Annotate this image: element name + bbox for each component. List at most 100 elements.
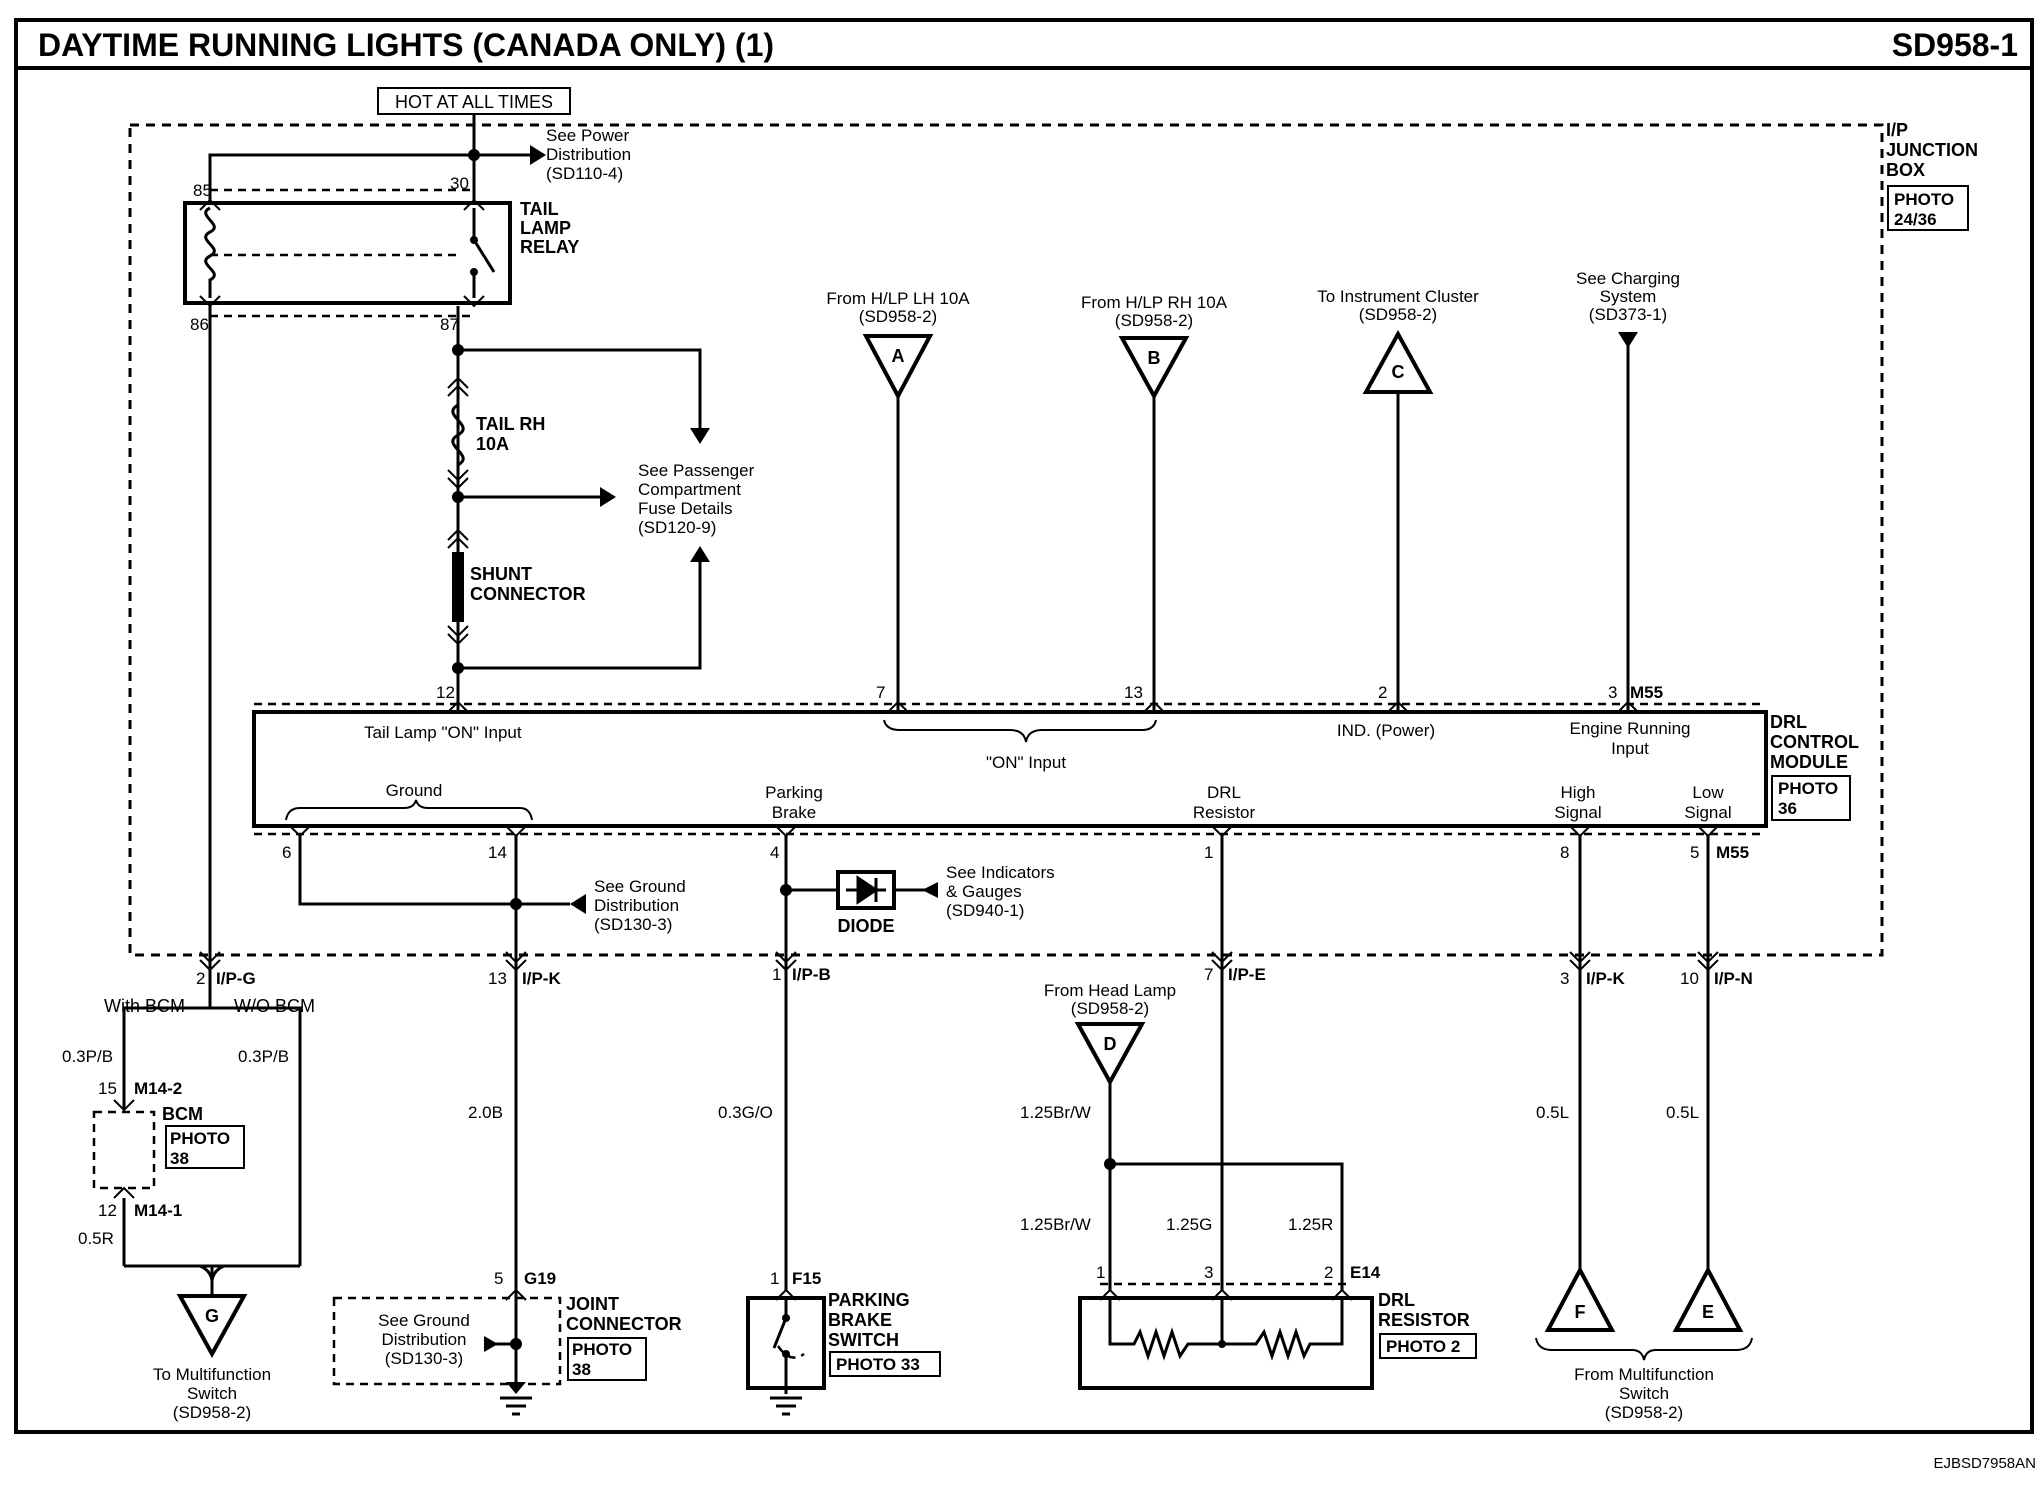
arrow-up-icon: [690, 546, 710, 562]
svg-text:PHOTO: PHOTO: [1894, 190, 1954, 209]
page-id: SD958-1: [1892, 27, 2018, 63]
svg-text:I/P: I/P: [1886, 120, 1908, 140]
svg-text:36: 36: [1778, 799, 1797, 818]
svg-text:W/O BCM: W/O BCM: [234, 996, 315, 1016]
arrow-right-icon: [530, 145, 546, 165]
svg-text:1: 1: [772, 965, 781, 984]
to-passenger-fuse-wire: [458, 348, 702, 430]
svg-text:(SD958-2): (SD958-2): [1071, 999, 1149, 1018]
svg-text:DRL: DRL: [1207, 783, 1241, 802]
svg-text:From H/LP LH 10A: From H/LP LH 10A: [826, 289, 970, 308]
svg-text:10: 10: [1680, 969, 1699, 988]
triangle-d-icon: [1074, 1022, 1146, 1087]
svg-text:PHOTO 33: PHOTO 33: [836, 1355, 920, 1374]
svg-text:G: G: [205, 1306, 219, 1326]
ground-brace: [285, 799, 533, 821]
arrow-down-icon: [690, 428, 710, 444]
svg-text:From H/LP RH 10A: From H/LP RH 10A: [1081, 293, 1228, 312]
svg-text:IND. (Power): IND. (Power): [1337, 721, 1435, 740]
svg-text:BCM: BCM: [162, 1104, 203, 1124]
relay-body: [183, 201, 512, 305]
connector-triangle-b: From H/LP RH 10A (SD958-2) B: [1081, 293, 1228, 710]
header: DAYTIME RUNNING LIGHTS (CANADA ONLY) (1)…: [16, 27, 2032, 70]
svg-text:5: 5: [1690, 843, 1699, 862]
svg-text:JUNCTION: JUNCTION: [1886, 140, 1978, 160]
svg-text:DRL: DRL: [1770, 712, 1807, 732]
svg-text:Compartment: Compartment: [638, 480, 741, 499]
brake-wire-label: 0.3G/O: [718, 1103, 773, 1122]
svg-text:6: 6: [282, 843, 291, 862]
low-wire-label: 0.5L: [1666, 1103, 1699, 1122]
svg-text:13: 13: [1124, 683, 1143, 702]
svg-text:Brake: Brake: [772, 803, 816, 822]
svg-text:See Charging: See Charging: [1576, 269, 1680, 288]
svg-text:(SD958-2): (SD958-2): [1605, 1403, 1683, 1422]
fuse-icon: [451, 403, 465, 467]
svg-text:RESISTOR: RESISTOR: [1378, 1310, 1470, 1330]
triangle-e-icon: [1672, 1265, 1744, 1332]
resistor-icon-1: [1108, 1300, 1224, 1361]
bcm-body: [92, 1110, 156, 1190]
svg-text:Signal: Signal: [1684, 803, 1731, 822]
svg-text:3: 3: [1560, 969, 1569, 988]
svg-text:See Passenger: See Passenger: [638, 461, 755, 480]
ground-wire-label: 2.0B: [468, 1103, 503, 1122]
see-ground-distribution: See Ground Distribution (SD130-3): [594, 877, 686, 934]
svg-text:0.5R: 0.5R: [78, 1229, 114, 1248]
svg-text:1: 1: [770, 1269, 779, 1288]
drl-control-module: 12 7 13 2 3 M55 Tail Lamp "ON" Input "ON…: [252, 683, 1859, 862]
svg-text:I/P-G: I/P-G: [216, 969, 256, 988]
from-passenger-fuse-wire: [458, 560, 702, 670]
svg-text:(SD958-2): (SD958-2): [859, 307, 937, 326]
svg-text:5: 5: [494, 1269, 503, 1288]
svg-text:(SD958-2): (SD958-2): [1359, 305, 1437, 324]
page-title: DAYTIME RUNNING LIGHTS (CANADA ONLY) (1): [38, 27, 774, 63]
res-r-label: 1.25R: [1288, 1215, 1333, 1234]
svg-text:PHOTO 2: PHOTO 2: [1386, 1337, 1460, 1356]
see-power-distribution: See Power Distribution (SD110-4): [546, 126, 631, 183]
svg-text:E: E: [1702, 1302, 1714, 1322]
svg-text:8: 8: [1560, 843, 1569, 862]
junction-box-photo-box: [1887, 185, 1969, 231]
svg-text:From Multifunction: From Multifunction: [1574, 1365, 1714, 1384]
svg-text:I/P-K: I/P-K: [1586, 969, 1625, 988]
svg-text:7: 7: [1204, 965, 1213, 984]
relay-85-wire: [208, 153, 474, 200]
tail-lamp-relay: 85 30 86 87 TAIL LAMP RELAY: [183, 174, 579, 334]
svg-text:(SD120-9): (SD120-9): [638, 518, 716, 537]
triangle-b-icon: [1118, 336, 1190, 401]
d-wire-label-2: 1.25Br/W: [1020, 1215, 1091, 1234]
relay-dashed-lines: [210, 188, 474, 318]
svg-text:1: 1: [1204, 843, 1213, 862]
relay-top-arrows: [199, 198, 485, 211]
svg-text:High: High: [1561, 783, 1596, 802]
svg-text:F15: F15: [792, 1269, 821, 1288]
svg-text:I/P-N: I/P-N: [1714, 969, 1753, 988]
svg-text:(SD110-4): (SD110-4): [546, 164, 623, 183]
shunt-bar-icon: [452, 552, 464, 622]
svg-text:C: C: [1392, 362, 1405, 382]
svg-text:24/36: 24/36: [1894, 210, 1937, 229]
svg-text:Fuse Details: Fuse Details: [638, 499, 732, 518]
on-input-brace: [883, 719, 1157, 743]
joint-photo-box: [567, 1337, 647, 1381]
svg-text:See Power: See Power: [546, 126, 629, 145]
svg-text:To Multifunction: To Multifunction: [153, 1365, 271, 1384]
svg-text:& Gauges: & Gauges: [946, 882, 1022, 901]
svg-text:CONNECTOR: CONNECTOR: [566, 1314, 682, 1334]
arrow-left-icon: [570, 894, 586, 914]
svg-text:I/P-B: I/P-B: [792, 965, 831, 984]
svg-text:1: 1: [1096, 1263, 1105, 1282]
connector-triangle-a: From H/LP LH 10A (SD958-2) A: [826, 289, 970, 710]
switch-icon: [772, 1317, 788, 1349]
drl-resistor-photo-box: [1379, 1333, 1477, 1359]
connector-triangle-e: E: [1672, 1265, 1744, 1332]
joint-connector: 5 G19 See Ground Distribution (SD130-3) …: [332, 1269, 682, 1416]
svg-text:2: 2: [196, 969, 205, 988]
svg-text:F: F: [1575, 1302, 1586, 1322]
svg-text:SWITCH: SWITCH: [828, 1330, 899, 1350]
svg-text:0.3P/B: 0.3P/B: [238, 1047, 289, 1066]
svg-text:Low: Low: [1692, 783, 1724, 802]
svg-text:M55: M55: [1716, 843, 1749, 862]
svg-text:TAIL: TAIL: [520, 199, 559, 219]
